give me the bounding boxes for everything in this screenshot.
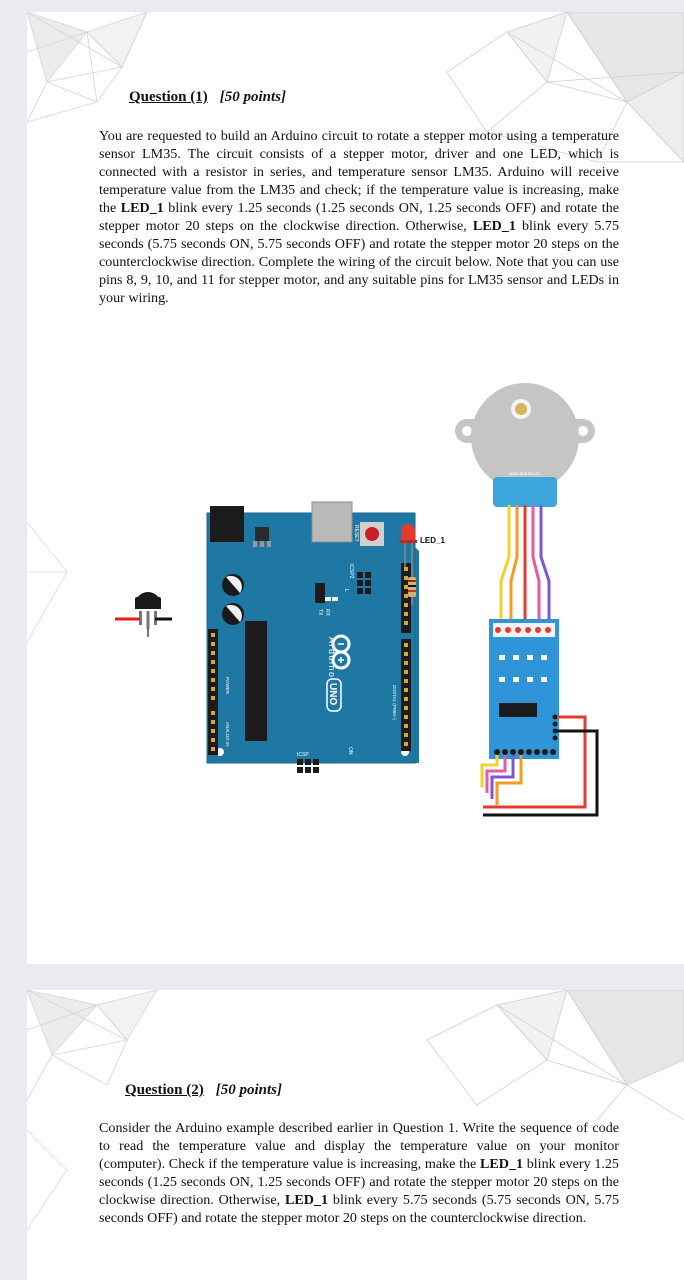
question-1-led-emphasis-1: LED_1 (120, 200, 164, 216)
rx-label: RX (324, 609, 330, 617)
power-label: POWER (225, 677, 230, 695)
question-1-title: Question (1) (129, 89, 208, 105)
question-1-body: You are requested to build an Arduino ci… (99, 127, 619, 307)
reset-label: RESET (353, 525, 359, 542)
question-1-text-part3: blink every 5.75 seconds (5.75 seconds O… (99, 218, 619, 306)
decorative-polygon-left (27, 521, 68, 643)
decorative-polygon-page2-right (427, 990, 684, 1120)
arduino-logo (331, 634, 351, 670)
driver-input-wires (480, 715, 599, 817)
motor-watermark: www.arduino.cc (509, 471, 541, 476)
question-2-text-part3: blink every 5.75 seconds (5.75 seconds O… (99, 1192, 619, 1226)
question-2-points: [50 points] (215, 1082, 283, 1098)
led-1-with-resistor (399, 524, 417, 605)
question-1-heading: Question (1) [50 points] (129, 89, 286, 106)
decorative-polygon-top-left (27, 12, 148, 123)
question-1-text-part2: blink every 1.25 seconds (1.25 seconds O… (99, 200, 620, 234)
decorative-polygon-page2-left (27, 990, 158, 1101)
l-led-label: L (343, 589, 349, 592)
uno-model-text: UNO (327, 683, 338, 705)
question-2-body: Consider the Arduino example described e… (99, 1119, 619, 1227)
icsp2-label: ICSP2 (348, 564, 354, 579)
analog-in-label: ANALOG IN (225, 722, 230, 747)
icsp-label: ICSP (297, 752, 309, 758)
decorative-polygon-top-right (447, 12, 684, 163)
question-1-text-part1: You are requested to build an Arduino ci… (99, 128, 619, 216)
question-1-points: [50 points] (219, 89, 287, 105)
question-2-title: Question (2) (125, 1082, 204, 1098)
arduino-uno-board: RESET TX RX L ICSP2 (206, 501, 419, 773)
question-2-heading: Question (2) [50 points] (125, 1082, 282, 1099)
stepper-driver-board (489, 619, 559, 759)
question-2-led-emphasis-1: LED_1 (479, 1156, 524, 1172)
on-label: ON (347, 747, 353, 755)
circuit-diagram: RESET TX RX L ICSP2 (115, 383, 599, 817)
tx-label: TX (317, 609, 323, 616)
question-2-text-part1: Consider the Arduino example described e… (99, 1120, 619, 1172)
question-1-led-emphasis-2: LED_1 (472, 218, 516, 234)
decorative-polygon-page2-lower (27, 1129, 68, 1231)
arduino-brand-text: Arduino (327, 637, 337, 679)
question-2-led-emphasis-2: LED_1 (284, 1192, 329, 1208)
led-1-label: LED_1 (420, 536, 445, 545)
motor-wires (499, 505, 551, 627)
digital-pwm-label: DIGITAL (PWM~) (392, 685, 397, 720)
document-page-2: Question (2) [50 points] Consider the Ard… (27, 990, 684, 1280)
document-page-1: Question (1) [50 points] You are requeste… (27, 12, 684, 964)
stepper-motor: www.arduino.cc (455, 383, 595, 507)
lm35-temperature-sensor (115, 592, 172, 637)
question-2-text-part2: blink every 1.25 seconds (1.25 seconds O… (99, 1156, 619, 1208)
